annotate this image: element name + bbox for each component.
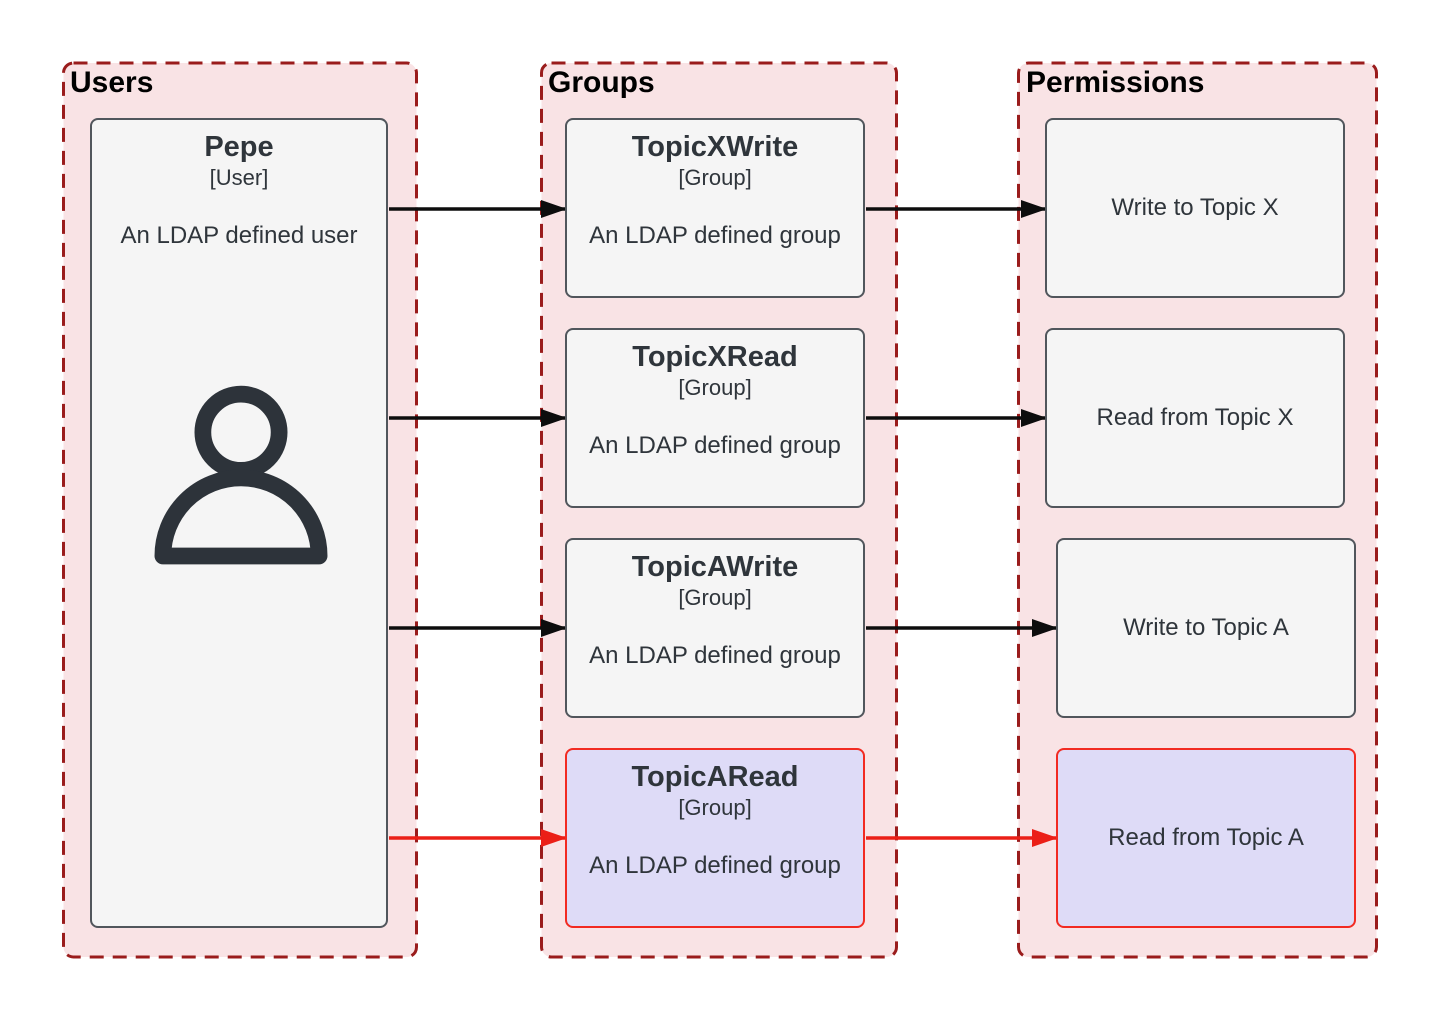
node-label: Read from Topic X — [1096, 404, 1294, 431]
node-read-from-topic-x: Read from Topic X — [1045, 328, 1345, 508]
permissions-container-label: Permissions — [1026, 66, 1205, 99]
node-label: Read from Topic A — [1108, 824, 1304, 851]
node-subtitle: [Group] — [678, 165, 752, 190]
node-label: Write to Topic X — [1111, 194, 1279, 221]
node-read-from-topic-a: Read from Topic A — [1056, 748, 1356, 928]
node-description: An LDAP defined group — [589, 432, 841, 459]
node-subtitle: [Group] — [678, 795, 752, 820]
users-container-label: Users — [70, 66, 154, 99]
node-topicaread: TopicARead [Group] An LDAP defined group — [565, 748, 865, 928]
groups-container-label: Groups — [548, 66, 655, 99]
node-write-to-topic-a: Write to Topic A — [1056, 538, 1356, 718]
node-subtitle: [User] — [209, 165, 269, 190]
node-title: TopicAWrite — [631, 551, 799, 583]
person-icon — [154, 385, 328, 565]
node-title: Pepe — [204, 131, 274, 163]
node-subtitle: [Group] — [678, 585, 752, 610]
node-description: An LDAP defined group — [589, 852, 841, 879]
node-description: An LDAP defined group — [589, 222, 841, 249]
node-title: TopicXWrite — [631, 131, 799, 163]
node-subtitle: [Group] — [678, 375, 752, 400]
node-label: Write to Topic A — [1123, 614, 1289, 641]
node-description: An LDAP defined user — [120, 222, 358, 249]
node-write-to-topic-x: Write to Topic X — [1045, 118, 1345, 298]
node-pepe: Pepe [User] An LDAP defined user — [90, 118, 388, 928]
node-topicxwrite: TopicXWrite [Group] An LDAP defined grou… — [565, 118, 865, 298]
node-title: TopicARead — [631, 761, 799, 793]
node-topicxread: TopicXRead [Group] An LDAP defined group — [565, 328, 865, 508]
node-description: An LDAP defined group — [589, 642, 841, 669]
node-topicawrite: TopicAWrite [Group] An LDAP defined grou… — [565, 538, 865, 718]
node-title: TopicXRead — [632, 341, 798, 373]
